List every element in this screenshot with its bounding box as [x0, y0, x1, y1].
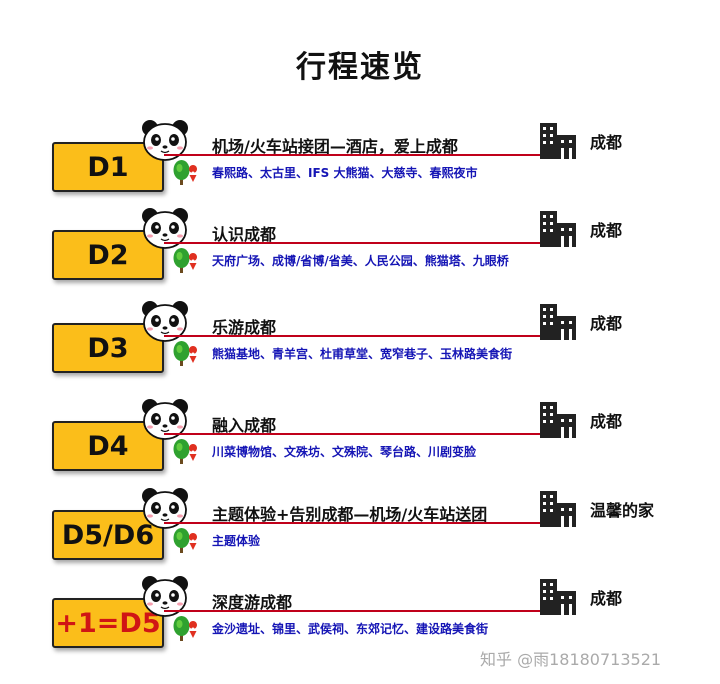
- day-spots: 熊猫基地、青羊宫、杜甫草堂、宽窄巷子、玉林路美食街: [212, 347, 513, 361]
- itinerary-day-2: D2 认识成都 天府广场、成博/省博/省美、人民公园、熊猫塔、九眼桥 成都: [0, 208, 720, 292]
- building-icon: [540, 402, 576, 438]
- tree-pin-icon: [173, 528, 198, 553]
- day-destination: 成都: [590, 221, 623, 240]
- building-icon: [540, 491, 576, 527]
- timeline-line: [164, 242, 576, 244]
- day-spots: 金沙遗址、锦里、武侯祠、东郊记忆、建设路美食街: [212, 622, 489, 636]
- day-label-box: D5/D6: [52, 510, 164, 560]
- day-title: 乐游成都: [212, 318, 277, 337]
- itinerary-day-4: D4 融入成都 川菜博物馆、文殊坊、文殊院、琴台路、川剧变脸 成都: [0, 399, 720, 483]
- building-icon: [540, 211, 576, 247]
- tree-pin-icon: [173, 439, 198, 464]
- timeline-line: [164, 154, 576, 156]
- day-title: 深度游成都: [212, 593, 293, 612]
- timeline-line: [164, 433, 576, 435]
- day-title: 认识成都: [212, 225, 277, 244]
- day-destination: 温馨的家: [590, 501, 655, 520]
- day-destination: 成都: [590, 412, 623, 431]
- day-destination: 成都: [590, 314, 623, 333]
- day-spots: 主题体验: [212, 534, 261, 548]
- day-label-box: D3: [52, 323, 164, 373]
- tree-pin-icon: [173, 248, 198, 273]
- building-icon: [540, 579, 576, 615]
- day-spots: 春熙路、太古里、IFS 大熊猫、大慈寺、春熙夜市: [212, 166, 478, 180]
- panda-icon: [142, 488, 188, 529]
- day-spots: 天府广场、成博/省博/省美、人民公园、熊猫塔、九眼桥: [212, 254, 509, 268]
- page-title: 行程速览: [296, 50, 424, 85]
- itinerary-day-5-6: D5/D6 主题体验+告别成都—机场/火车站送团 主题体验 温馨的家: [0, 488, 720, 572]
- itinerary-extra-day: +1=D5 深度游成都 金沙遗址、锦里、武侯祠、东郊记忆、建设路美食街 成都: [0, 576, 720, 660]
- panda-icon: [142, 576, 188, 617]
- watermark: 知乎 @雨18180713521: [480, 650, 662, 669]
- panda-icon: [142, 208, 188, 249]
- day-destination: 成都: [590, 133, 623, 152]
- day-title: 融入成都: [212, 416, 277, 435]
- tree-pin-icon: [173, 616, 198, 641]
- building-icon: [540, 304, 576, 340]
- timeline-line: [164, 335, 576, 337]
- itinerary-day-1: D1 机场/火车站接团—酒店，爱上成都 春熙路、太古里、IFS 大熊猫、大慈寺、…: [0, 120, 720, 204]
- day-spots: 川菜博物馆、文殊坊、文殊院、琴台路、川剧变脸: [212, 445, 477, 459]
- tree-pin-icon: [173, 160, 198, 185]
- timeline-line: [164, 522, 576, 524]
- itinerary-day-3: D3 乐游成都 熊猫基地、青羊宫、杜甫草堂、宽窄巷子、玉林路美食街 成都: [0, 301, 720, 385]
- day-destination: 成都: [590, 589, 623, 608]
- panda-icon: [142, 120, 188, 161]
- day-title: 机场/火车站接团—酒店，爱上成都: [212, 137, 458, 156]
- tree-pin-icon: [173, 341, 198, 366]
- timeline-line: [164, 610, 576, 612]
- panda-icon: [142, 301, 188, 342]
- panda-icon: [142, 399, 188, 440]
- building-icon: [540, 123, 576, 159]
- day-title: 主题体验+告别成都—机场/火车站送团: [212, 505, 488, 524]
